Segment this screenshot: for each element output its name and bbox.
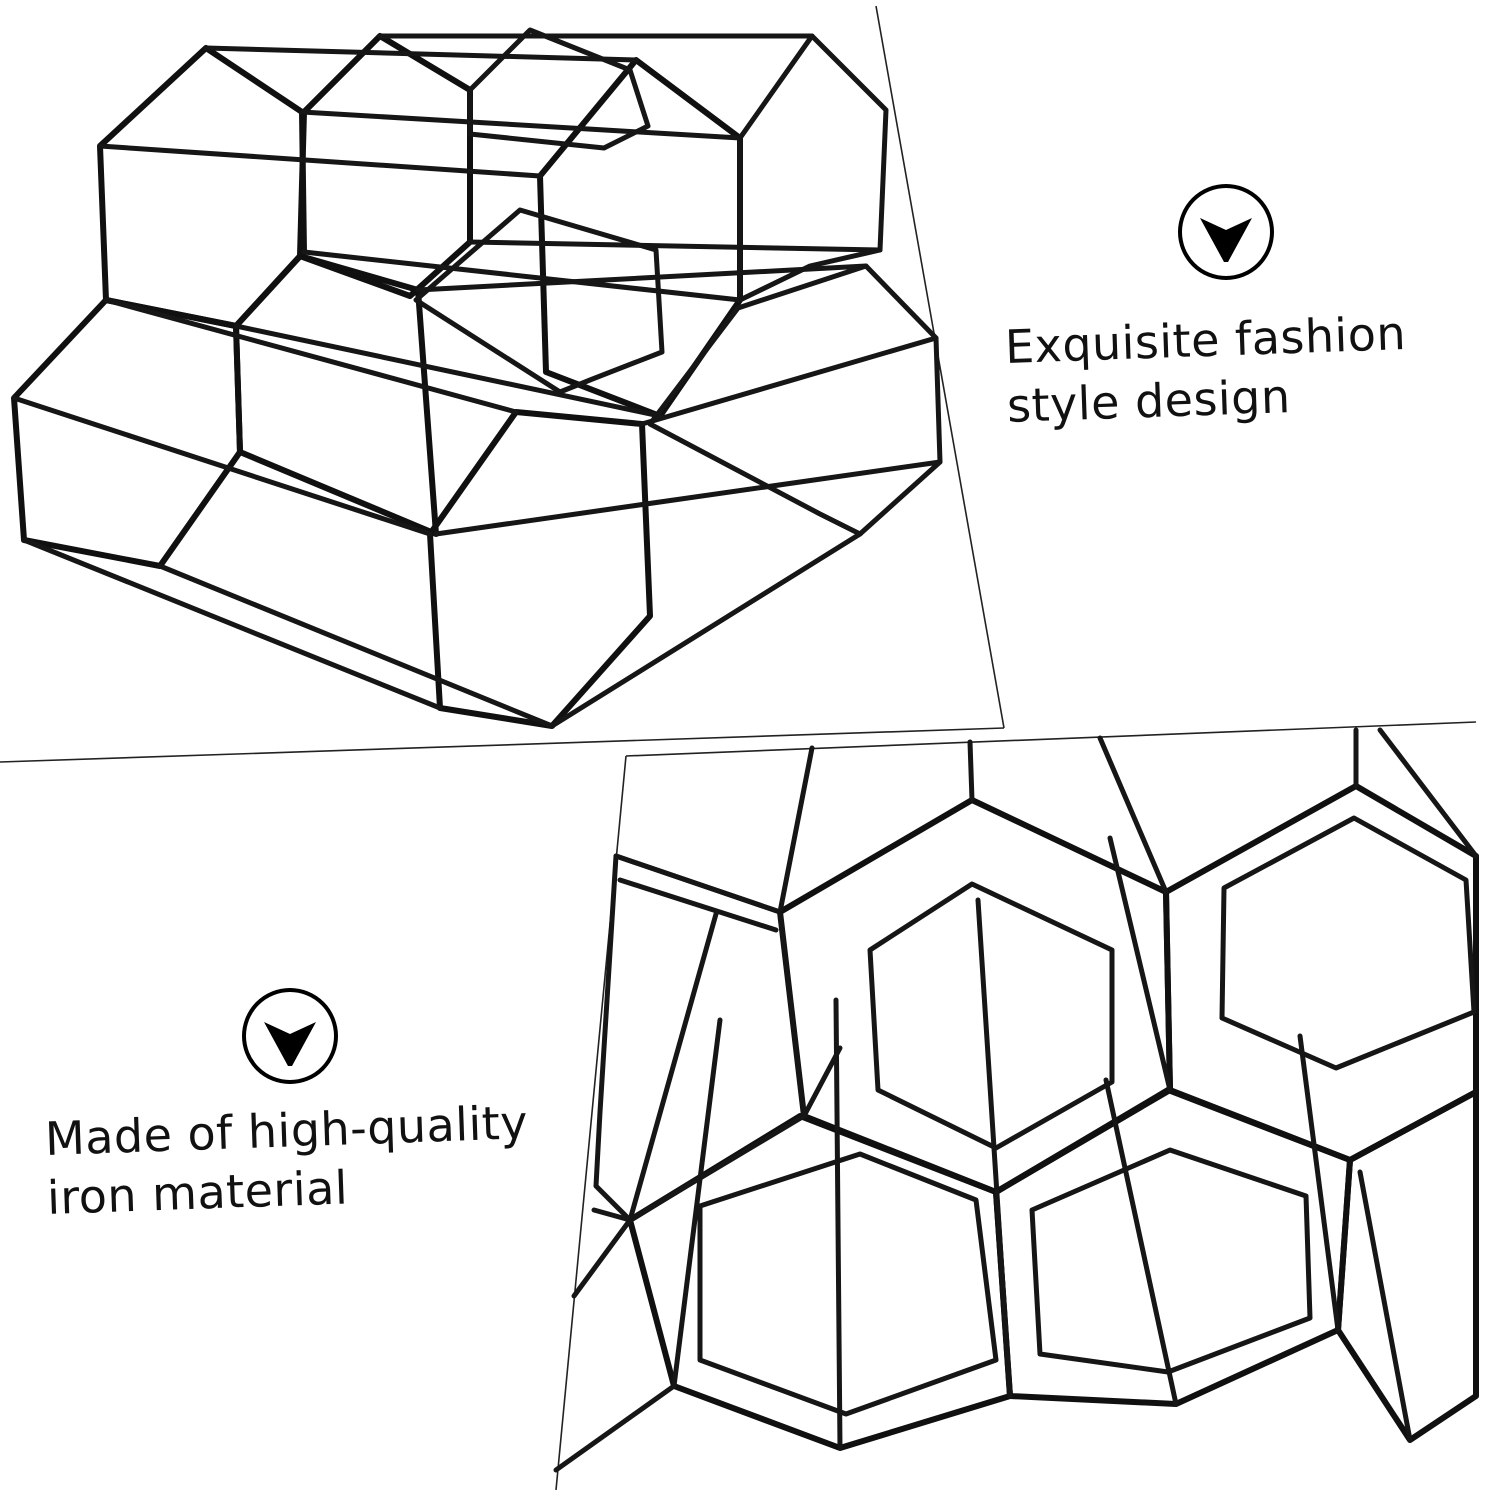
hexagon-rack-closeup-image bbox=[553, 727, 1479, 1473]
chevron-down-circle-icon bbox=[1178, 184, 1274, 280]
bottom-panel-frame bbox=[555, 721, 1477, 1490]
feature-caption-material: Made of high-quality iron material bbox=[44, 1095, 529, 1225]
feature-caption-design: Exquisite fashion style design bbox=[1004, 305, 1407, 433]
top-panel-frame bbox=[0, 5, 1005, 763]
hexagon-rack-perspective-image bbox=[11, 27, 943, 729]
chevron-down-circle-icon bbox=[242, 988, 338, 1084]
